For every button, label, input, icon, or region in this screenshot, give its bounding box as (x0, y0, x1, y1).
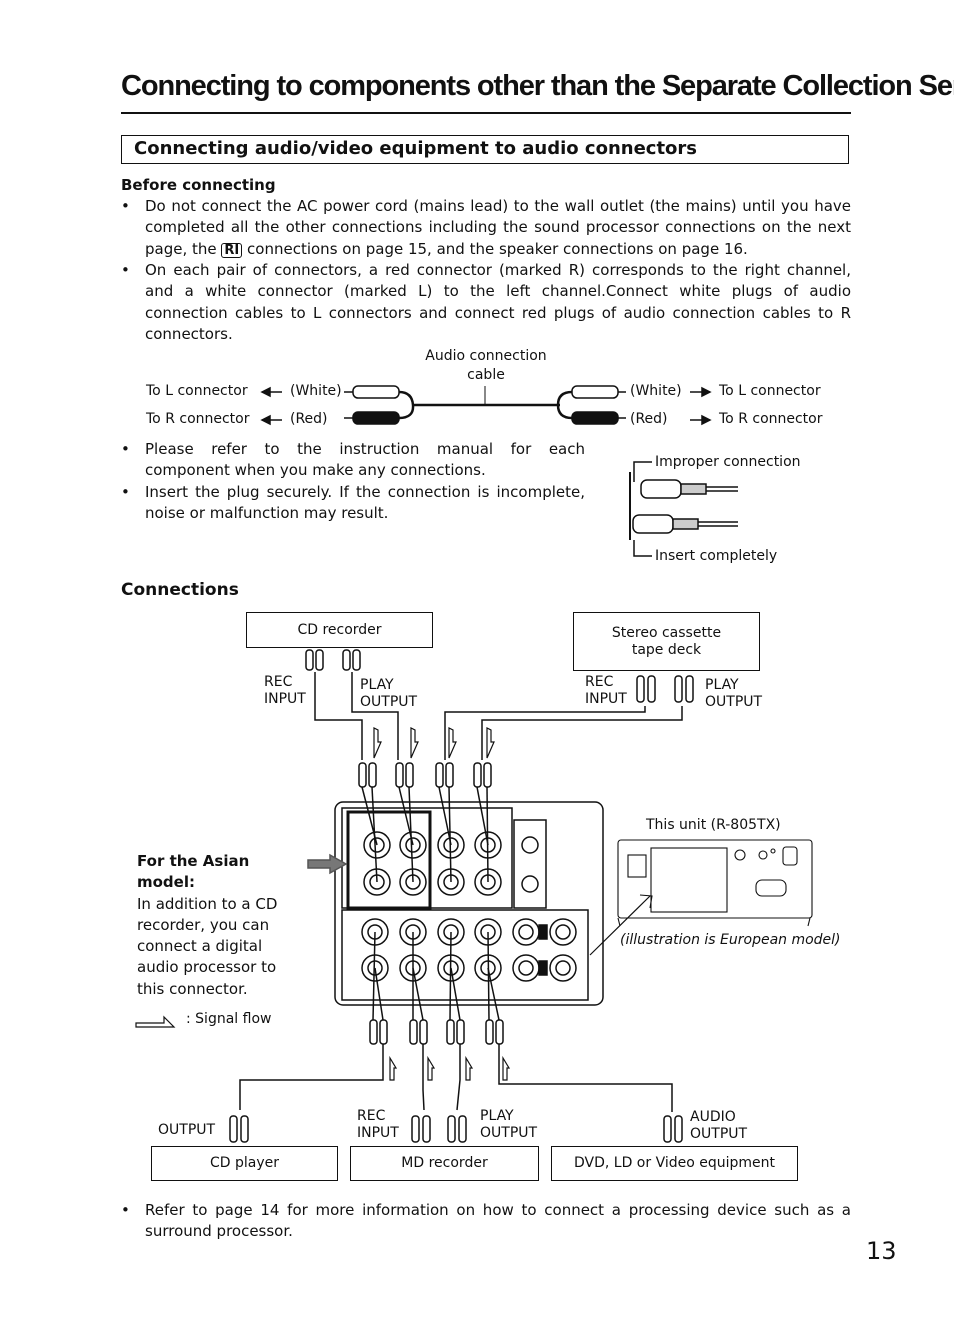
bullet-processing-device-text: Refer to page 14 for more information on… (145, 1201, 851, 1241)
cdr-input-label: INPUT (264, 691, 306, 707)
md-recorder-label: MD recorder (401, 1155, 488, 1171)
cdr-play-label: PLAY (360, 677, 394, 693)
plugs-unit-top (358, 762, 492, 788)
asian-model-note: For the Asian model: In addition to a CD… (137, 851, 307, 1000)
cable-plug-right-red (571, 411, 626, 425)
cassette-label-2: tape deck (631, 641, 702, 658)
dvd-box: DVD, LD or Video equipment (551, 1146, 798, 1181)
dvd-output-label: OUTPUT (690, 1126, 748, 1142)
plugs-cd-recorder (305, 649, 361, 671)
bullet-insert-securely: •Insert the plug securely. If the connec… (121, 483, 585, 523)
page-title: Connecting to components other than the … (121, 70, 954, 114)
md-output-label: OUTPUT (480, 1125, 538, 1141)
cassette-deck-box: Stereo cassette tape deck (573, 612, 760, 671)
cable-right-r: To R connector (719, 411, 823, 427)
rear-panel (334, 801, 604, 1006)
wires-to-unit-top (361, 786, 489, 883)
signal-flow-arrows (373, 727, 511, 1081)
bullet-refer-manual-text: Please refer to the instruction manual f… (145, 440, 585, 480)
plugs-bottom-devices (229, 1115, 683, 1143)
cable-left-red: (Red) (290, 411, 328, 427)
this-unit-label: This unit (R-805TX) (646, 817, 781, 833)
insert-completely-label: Insert completely (655, 548, 778, 564)
cable-right-l: To L connector (719, 383, 821, 399)
tape-output-label: OUTPUT (705, 694, 763, 710)
unit-thumbnail (589, 839, 813, 956)
ri-logo: RI (221, 242, 243, 258)
bullet-power-cord: • Do not connect the AC power cord (main… (121, 197, 851, 258)
bullet-power-cord-text-b: connections on page 15, and the speaker … (247, 239, 748, 258)
arrow-left-l (260, 386, 282, 398)
cable-right-white: (White) (630, 383, 682, 399)
bullet-insert-securely-text: Insert the plug securely. If the connect… (145, 483, 585, 523)
before-connecting-heading: Before connecting (121, 176, 276, 194)
cable-left-white: (White) (290, 383, 342, 399)
section-title: Connecting audio/video equipment to audi… (134, 138, 698, 159)
cable-left-l: To L connector (146, 383, 248, 399)
cable-caption-2: cable (467, 367, 505, 383)
tape-rec-label: REC (585, 674, 614, 690)
dvd-audio-label: AUDIO (690, 1109, 736, 1125)
cable-plug-right-white (571, 385, 626, 399)
bullet-power-cord-text-a: Do not connect the AC power cord (mains … (145, 197, 851, 258)
dvd-label: DVD, LD or Video equipment (573, 1155, 776, 1171)
bullet-channels-text: On each pair of connectors, a red connec… (145, 261, 851, 343)
cd-player-output-label: OUTPUT (158, 1122, 216, 1138)
page-number: 13 (866, 1237, 897, 1265)
md-play-label: PLAY (480, 1108, 514, 1124)
bullet-processing-device: •Refer to page 14 for more information o… (121, 1201, 851, 1241)
asian-arrow-icon (307, 853, 348, 875)
cable-wire (398, 390, 573, 420)
bullet-refer-manual: •Please refer to the instruction manual … (121, 440, 585, 480)
asian-model-text: In addition to a CD recorder, you can co… (137, 894, 278, 998)
md-recorder-box: MD recorder (350, 1146, 539, 1181)
arrow-left-r (260, 414, 282, 426)
cable-plug-left-red (344, 411, 400, 425)
cable-right-red: (Red) (630, 411, 668, 427)
md-rec-label: REC (357, 1108, 386, 1124)
cable-left-r: To R connector (146, 411, 250, 427)
plugs-unit-bottom (369, 931, 504, 1045)
signal-flow-legend: : Signal flow (186, 1011, 272, 1027)
tape-play-label: PLAY (705, 677, 739, 693)
cdr-rec-label: REC (264, 674, 293, 690)
connections-heading: Connections (121, 580, 239, 600)
arrow-right-r (690, 414, 712, 426)
md-input-label: INPUT (357, 1125, 399, 1141)
cd-recorder-label: CD recorder (297, 621, 382, 638)
improper-connection-label: Improper connection (655, 454, 801, 470)
tape-input-label: INPUT (585, 691, 627, 707)
cable-plug-left-white (344, 385, 400, 399)
arrow-right-l (690, 386, 712, 398)
cd-player-box: CD player (151, 1146, 338, 1181)
plugs-cassette (636, 675, 694, 703)
asian-model-heading: For the Asian model: (137, 852, 250, 892)
insert-figure (629, 461, 738, 557)
signal-flow-legend-icon (135, 1015, 176, 1028)
cd-recorder-box: CD recorder (246, 612, 433, 648)
cable-caption-1: Audio connection (425, 348, 547, 364)
cdr-output-label: OUTPUT (360, 694, 418, 710)
cassette-label-1: Stereo cassette (611, 624, 722, 641)
section-heading-box: Connecting audio/video equipment to audi… (121, 135, 849, 164)
cd-player-label: CD player (209, 1155, 279, 1171)
illustration-note: (illustration is European model) (620, 932, 841, 948)
bullet-channels: •On each pair of connectors, a red conne… (121, 261, 851, 343)
